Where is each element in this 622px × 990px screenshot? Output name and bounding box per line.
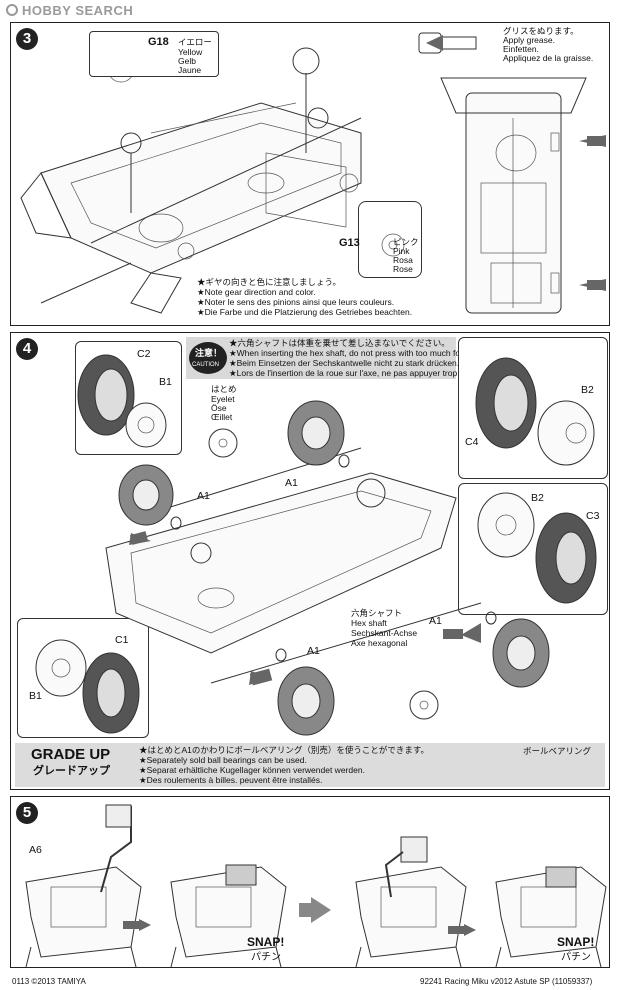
label-a1-bottom: A1 — [307, 645, 320, 657]
magnifier-icon — [6, 4, 18, 16]
step-5-bumper-drawing — [25, 804, 607, 967]
grade-up-title-jp: グレードアップ — [33, 765, 110, 777]
label-c1: C1 — [115, 634, 129, 646]
gear-g13-en: Pink — [393, 246, 410, 256]
footer-left: 0113 ©2013 TAMIYA — [12, 977, 86, 986]
gear-g13-jp: ピンク — [393, 237, 419, 247]
gear-g18-fr: Jaune — [178, 65, 202, 75]
label-c3: C3 — [586, 510, 600, 522]
label-b1-top: B1 — [159, 376, 172, 388]
label-a1-right: A1 — [429, 615, 442, 627]
grade-up-line-en: ★Separately sold ball bearings can be us… — [139, 755, 307, 765]
footer-right: 92241 Racing Miku v2012 Astute SP (11059… — [420, 977, 593, 986]
step3-note-en: ★Note gear direction and color. — [197, 287, 316, 297]
caution-line-fr: ★Lors de l'insertion de la roue sur l'ax… — [229, 368, 477, 378]
step3-note-jp: ★ギヤの向きと色に注意しましょう。 — [197, 277, 341, 287]
gear-g13-callout: G13 ピンク Pink Rosa Rose — [339, 201, 422, 278]
snap-2: SNAP! — [557, 935, 595, 949]
gear-g18-en: Yellow — [178, 47, 203, 57]
hexshaft-fr: Axe hexagonal — [351, 638, 408, 648]
hexshaft-en: Hex shaft — [351, 618, 387, 628]
gear-g13-de: Rosa — [393, 255, 413, 265]
caution-badge-jp: 注意！ — [195, 348, 223, 358]
eyelet-jp: はとめ — [211, 384, 237, 394]
grade-up-line-fr: ★Des roulements à billes. peuvent être i… — [139, 775, 323, 785]
part-a6-label: A6 — [29, 844, 42, 856]
label-c4: C4 — [465, 436, 479, 448]
label-b2-mid: B2 — [531, 492, 544, 504]
step3-note-fr: ★Noter le sens des pinions ainsi que leu… — [197, 297, 395, 307]
label-b2: B2 — [581, 384, 594, 396]
step-3-number: 3 — [16, 28, 38, 50]
gear-g13-code: G13 — [339, 237, 360, 249]
eyelet-fr: Œillet — [211, 412, 233, 422]
gear-g18-callout: G18 イエロー Yellow Gelb Jaune — [89, 31, 219, 77]
step-4-number: 4 — [16, 338, 38, 360]
gear-g13-fr: Rose — [393, 264, 413, 274]
step-5-number: 5 — [16, 802, 38, 824]
snap-2-jp: パチン — [561, 952, 591, 963]
caution-word: CAUTION — [192, 362, 219, 368]
eyelet-de: Öse — [211, 403, 227, 413]
step3-note-de: ★Die Farbe und die Platzierung des Getri… — [197, 307, 413, 317]
gear-g18-code: G18 — [148, 36, 169, 48]
label-a1-top: A1 — [285, 477, 298, 489]
caution-bar — [186, 337, 456, 379]
gear-g18-jp: イエロー — [178, 37, 212, 47]
hexshaft-de: Sechskant-Achse — [351, 628, 418, 638]
grease-fr: Appliquez de la graisse. — [503, 53, 594, 63]
grade-up-bar — [15, 743, 605, 787]
ball-bearing-jp: ボールベアリング — [523, 746, 592, 756]
snap-1-jp: パチン — [251, 952, 281, 963]
step-3-chassis-drawing — [20, 32, 606, 314]
step-4-wheel-drawing — [35, 354, 597, 781]
eyelet-en: Eyelet — [211, 394, 235, 404]
grade-up-title: GRADE UP — [31, 746, 111, 763]
caution-line-en: ★When inserting the hex shaft, do not pr… — [229, 348, 475, 358]
label-b1-bottom: B1 — [29, 690, 42, 702]
grade-up-line-jp: ★はとめとA1のかわりにボールベアリング（別売）を使うことができます。 — [139, 745, 430, 755]
caution-line-de: ★Beim Einsetzen der Sechskantwelle nicht… — [229, 358, 460, 368]
step-4-panel: 4 注意！ CAUTION ★六角シャフトは体重を乗せて差し込まないでください。… — [10, 332, 610, 790]
caution-badge: 注意！ CAUTION — [189, 342, 227, 374]
label-c2: C2 — [137, 348, 151, 360]
snap-1: SNAP! — [247, 935, 285, 949]
caution-line-jp: ★六角シャフトは体重を乗せて差し込まないでください。 — [229, 338, 450, 348]
hexshaft-jp: 六角シャフト — [351, 608, 403, 618]
gear-g18-de: Gelb — [178, 56, 196, 66]
label-a1-left: A1 — [197, 490, 210, 502]
grease-de: Einfetten. — [503, 44, 539, 54]
step-3-panel: 3 — [10, 22, 610, 326]
grease-en: Apply grease. — [503, 35, 555, 45]
grade-up-line-de: ★Separat erhältliche Kugellager können v… — [139, 765, 365, 775]
watermark-text: HOBBY SEARCH — [22, 3, 134, 18]
step-5-panel: 5 — [10, 796, 610, 968]
grease-jp: グリスをぬります。 — [503, 26, 579, 36]
